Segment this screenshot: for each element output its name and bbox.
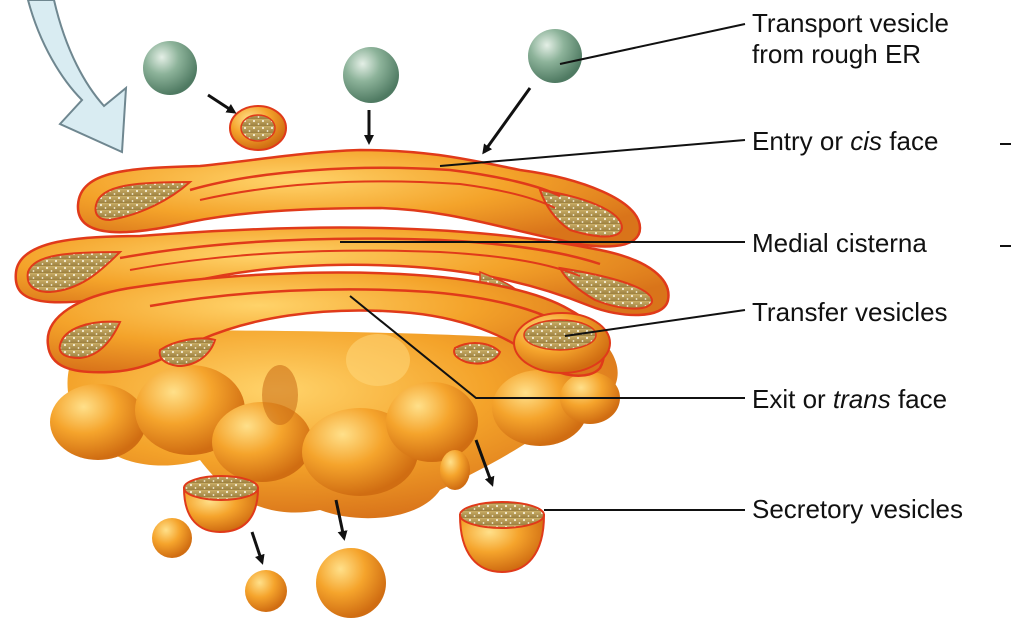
arrow bbox=[252, 532, 262, 562]
transfer-vesicle bbox=[514, 313, 610, 373]
transport-vesicle-2 bbox=[343, 47, 399, 103]
secretory-vesicle-ball bbox=[316, 548, 386, 618]
label-transport-vesicle-line2: from rough ER bbox=[752, 39, 949, 70]
label-medial-cisterna: Medial cisterna bbox=[752, 228, 927, 259]
budding-vesicle bbox=[230, 106, 286, 150]
leader-cis-face bbox=[440, 140, 745, 166]
label-cis-suffix: face bbox=[882, 126, 938, 156]
edge-ticks bbox=[1000, 144, 1011, 246]
secretory-vesicle-cup-right bbox=[460, 502, 544, 572]
arrow bbox=[208, 95, 234, 112]
flow-arrow bbox=[28, 0, 126, 152]
label-transfer-vesicles: Transfer vesicles bbox=[752, 297, 948, 328]
transport-vesicle-1 bbox=[143, 41, 197, 95]
secretory-vesicle-ball bbox=[152, 518, 192, 558]
arrow bbox=[484, 88, 530, 152]
label-cis-italic: cis bbox=[850, 126, 882, 156]
label-trans-suffix: face bbox=[891, 384, 947, 414]
label-cis-prefix: Entry or bbox=[752, 126, 850, 156]
label-secretory-vesicles: Secretory vesicles bbox=[752, 494, 963, 525]
secretory-vesicle-ball bbox=[245, 570, 287, 612]
label-transport-vesicle-line1: Transport vesicle bbox=[752, 8, 949, 39]
label-trans-italic: trans bbox=[833, 384, 891, 414]
leader-transport-vesicle bbox=[560, 24, 745, 64]
label-cis-face: Entry or cis face bbox=[752, 126, 938, 157]
label-trans-face: Exit or trans face bbox=[752, 384, 947, 415]
label-trans-prefix: Exit or bbox=[752, 384, 833, 414]
secretory-vesicle-cup-left bbox=[184, 476, 258, 532]
label-transport-vesicle: Transport vesicle from rough ER bbox=[752, 8, 949, 70]
transport-vesicle-3 bbox=[528, 29, 582, 83]
